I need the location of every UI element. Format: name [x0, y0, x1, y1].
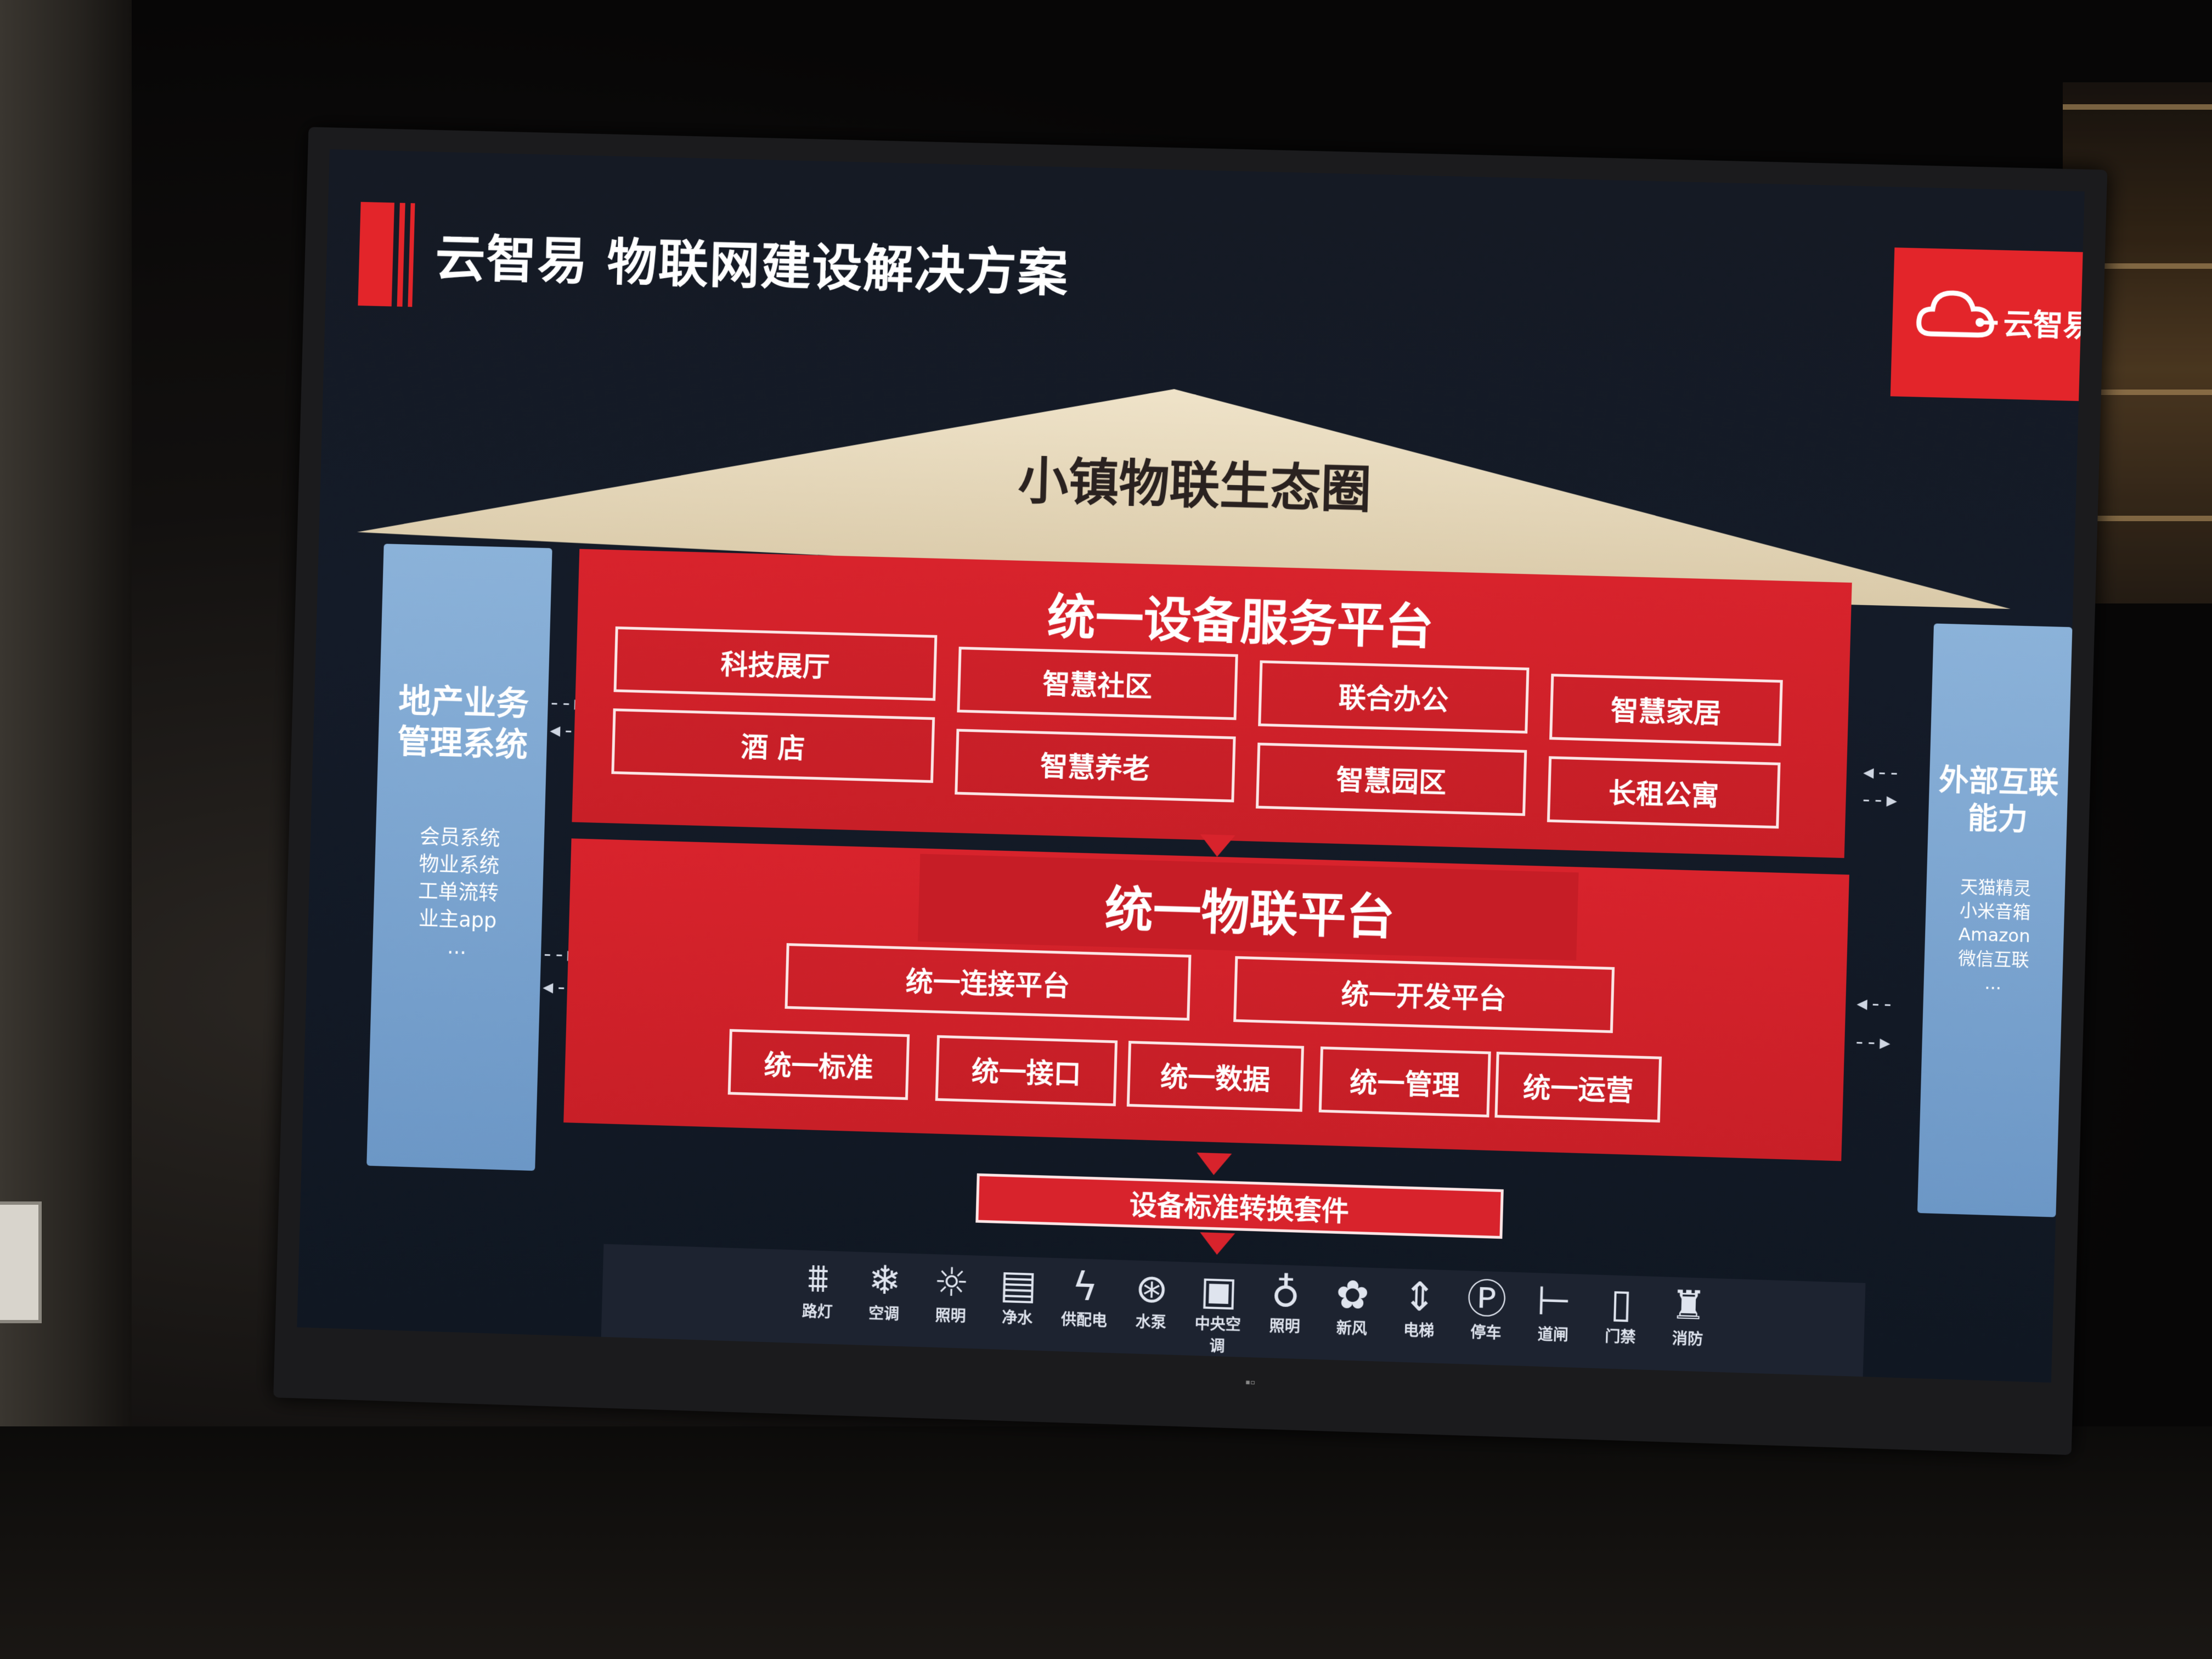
down-arrow-icon — [1199, 834, 1235, 857]
right-panel: 外部互联 能力 天猫精灵 小米音箱 Amazon 微信互联 ... — [1917, 623, 2073, 1217]
fire-hydrant-icon: ♜ — [1657, 1282, 1719, 1328]
left-panel-list: 会员系统 物业系统 工单流转 业主app ... — [373, 822, 545, 963]
device-label: 照明 — [920, 1303, 981, 1327]
device-bulb: ♁照明 — [1254, 1269, 1316, 1337]
iot-platform: 统一物联平台 统一连接平台 统一开发平台 统一标准 统一接口 统一数据 统一管理… — [563, 838, 1849, 1161]
device-water-purifier: ▤净水 — [987, 1261, 1049, 1329]
arrow-right-icon: - - ▸ — [1862, 787, 1896, 812]
ecosystem-label: 小镇物联生态圈 — [1017, 440, 1372, 522]
device-street-lamp: ⩩路灯 — [787, 1255, 849, 1323]
roof-triangle — [318, 149, 2085, 611]
arrow-right-icon: - - ▸ — [1855, 1029, 1889, 1054]
device-label: 水泵 — [1120, 1310, 1181, 1333]
list-item: ... — [1923, 969, 2063, 997]
device-label: 道闸 — [1522, 1322, 1584, 1346]
right-panel-title: 外部互联 能力 — [1928, 623, 2072, 839]
iot-platform-title: 统一物联平台 — [1104, 870, 1396, 948]
device-label: 消防 — [1657, 1326, 1718, 1350]
door-lock-icon: ▯ — [1590, 1280, 1652, 1326]
down-arrow-icon — [1196, 1153, 1232, 1176]
device-label: 停车 — [1455, 1320, 1516, 1344]
left-panel-title: 地产业务 管理系统 — [378, 544, 552, 766]
device-lightning: ϟ供配电 — [1054, 1263, 1116, 1331]
module-data: 统一数据 — [1127, 1041, 1304, 1111]
down-arrow-icon — [1199, 1232, 1235, 1255]
floor — [0, 1426, 2212, 1659]
cell-tech-showroom: 科技展厅 — [613, 627, 937, 701]
device-light-bulb: ☼照明 — [920, 1259, 982, 1327]
tv-screen: 云智易 物联网建设解决方案 云智易 小镇物联生态圈 地产业务 — [297, 149, 2084, 1383]
module-interface: 统一接口 — [935, 1035, 1118, 1107]
device-strip: ⩩路灯❄空调☼照明▤净水ϟ供配电⊛水泵▣中央空调♁照明✿新风⇕电梯Ⓟ停车⊢道闸▯… — [601, 1244, 1866, 1377]
device-label: 门禁 — [1590, 1324, 1651, 1348]
television: 云智易 物联网建设解决方案 云智易 小镇物联生态圈 地产业务 — [273, 127, 2107, 1455]
device-fire-hydrant: ♜消防 — [1657, 1282, 1719, 1350]
device-parking: Ⓟ停车 — [1455, 1276, 1518, 1344]
device-label: 供配电 — [1054, 1307, 1115, 1331]
right-panel-list: 天猫精灵 小米音箱 Amazon 微信互联 ... — [1923, 874, 2066, 997]
device-label: 中央空调 — [1187, 1312, 1248, 1357]
list-item: 小米音箱 — [1926, 898, 2065, 926]
device-elevator: ⇕电梯 — [1388, 1274, 1451, 1342]
bulb-icon: ♁ — [1255, 1269, 1316, 1315]
light-bulb-icon: ☼ — [921, 1259, 982, 1305]
cell-smart-community: 智慧社区 — [957, 647, 1238, 720]
central-ac-icon: ▣ — [1188, 1268, 1249, 1313]
water-purifier-icon: ▤ — [988, 1261, 1049, 1307]
device-service-platform: 统一设备服务平台 科技展厅 智慧社区 联合办公 智慧家居 酒 店 智慧养老 智慧… — [572, 549, 1852, 858]
cell-smart-park: 智慧园区 — [1256, 743, 1527, 816]
device-label: 照明 — [1254, 1313, 1315, 1337]
cell-hotel: 酒 店 — [611, 708, 935, 783]
water-pump-icon: ⊛ — [1121, 1266, 1182, 1311]
device-central-ac: ▣中央空调 — [1187, 1268, 1249, 1357]
device-label: 路灯 — [787, 1299, 848, 1323]
wall-pillar — [0, 0, 132, 1659]
device-label: 新风 — [1321, 1316, 1382, 1339]
tv-brand-mark: ▪▫ — [1245, 1374, 1255, 1391]
list-item: Amazon — [1925, 922, 2064, 950]
conversion-kit: 设备标准转换套件 — [975, 1173, 1504, 1239]
development-platform: 统一开发平台 — [1233, 956, 1615, 1033]
module-operations: 统一运营 — [1494, 1052, 1662, 1122]
lightning-icon: ϟ — [1054, 1263, 1116, 1309]
parking-icon: Ⓟ — [1456, 1276, 1518, 1322]
device-label: 空调 — [854, 1301, 915, 1325]
list-item: ... — [373, 931, 541, 963]
device-water-pump: ⊛水泵 — [1120, 1266, 1182, 1333]
list-item: 工单流转 — [374, 877, 543, 909]
elevator-icon: ⇕ — [1389, 1274, 1451, 1320]
arrow-left-icon: ◂ - - — [1863, 759, 1897, 785]
arrow-left-icon: ◂ - - — [1857, 991, 1891, 1016]
list-item: 物业系统 — [375, 849, 544, 881]
cell-smart-elderly-care: 智慧养老 — [955, 729, 1235, 802]
module-management: 统一管理 — [1319, 1046, 1491, 1117]
list-item: 会员系统 — [375, 822, 544, 854]
device-barrier-gate: ⊢道闸 — [1522, 1278, 1585, 1346]
device-label: 净水 — [987, 1305, 1048, 1329]
street-lamp-icon: ⩩ — [788, 1255, 849, 1301]
device-fan: ✿新风 — [1321, 1272, 1384, 1340]
left-panel: 地产业务 管理系统 会员系统 物业系统 工单流转 业主app ... — [366, 544, 552, 1171]
cell-coworking: 联合办公 — [1258, 661, 1529, 734]
wall-switch — [0, 1201, 42, 1323]
device-door-lock: ▯门禁 — [1590, 1280, 1652, 1348]
list-item: 微信互联 — [1924, 946, 2063, 974]
device-label: 电梯 — [1388, 1318, 1449, 1341]
air-conditioner-icon: ❄ — [854, 1257, 916, 1303]
cell-smart-home: 智慧家居 — [1549, 674, 1783, 746]
connectivity-platform: 统一连接平台 — [785, 943, 1191, 1020]
list-item: 业主app — [373, 904, 542, 936]
device-platform-title: 统一设备服务平台 — [1046, 578, 1435, 658]
list-item: 天猫精灵 — [1926, 874, 2066, 902]
device-air-conditioner: ❄空调 — [854, 1257, 916, 1325]
fan-icon: ✿ — [1322, 1272, 1383, 1317]
module-standard: 统一标准 — [728, 1029, 910, 1100]
cell-long-term-rental: 长租公寓 — [1547, 756, 1781, 828]
barrier-gate-icon: ⊢ — [1523, 1278, 1585, 1324]
